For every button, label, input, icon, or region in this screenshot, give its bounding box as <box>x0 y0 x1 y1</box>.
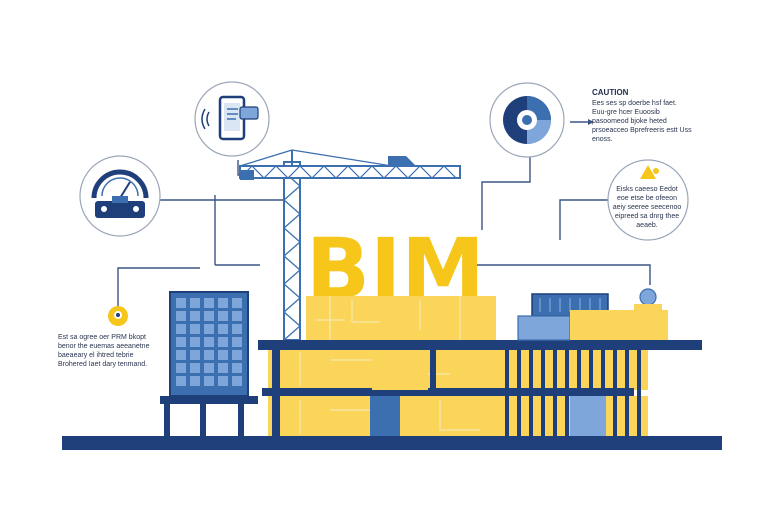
mobile-icon <box>194 81 270 157</box>
connector-right-vertical <box>470 264 651 285</box>
roof-containers <box>517 288 668 341</box>
connector-gauge <box>158 199 301 230</box>
building-window <box>232 298 242 308</box>
connector-pie <box>481 155 531 230</box>
facade-fin <box>517 350 521 436</box>
building-window <box>190 337 200 347</box>
building-window <box>232 363 242 373</box>
building-window <box>176 337 186 347</box>
caution-title: CAUTION <box>592 88 629 97</box>
ground-base <box>62 436 722 450</box>
building-window <box>190 324 200 334</box>
building-window <box>176 324 186 334</box>
building-window <box>204 376 214 386</box>
facade-fin <box>601 350 605 436</box>
pie-chart-icon <box>489 82 565 158</box>
building-window <box>176 376 186 386</box>
facade-fin <box>553 350 557 436</box>
building-window <box>232 337 242 347</box>
building-window <box>176 311 186 321</box>
building-window <box>232 350 242 360</box>
building-window <box>190 350 200 360</box>
building-window <box>204 311 214 321</box>
facade-fin <box>637 350 641 436</box>
building-window <box>204 324 214 334</box>
connector-left-pin <box>117 267 200 307</box>
connector-right-badge <box>559 199 612 240</box>
building-window <box>204 337 214 347</box>
building-window <box>190 311 200 321</box>
caution-text: Ees ses sp doerbe hsf faet. Euu-gre hcer… <box>592 100 692 143</box>
alert-badge-icon <box>607 159 689 241</box>
connector-lines <box>117 119 651 307</box>
facade-fin <box>541 350 545 436</box>
building-window <box>204 363 214 373</box>
main-building <box>258 340 702 436</box>
facade-fin <box>577 350 581 436</box>
building-window <box>190 363 200 373</box>
building-window <box>232 311 242 321</box>
facade-fin <box>565 350 569 436</box>
office-building <box>160 291 258 436</box>
connector-left-vertical <box>214 195 260 266</box>
gauge-icon <box>79 155 161 237</box>
building-window <box>204 350 214 360</box>
building-window <box>176 363 186 373</box>
building-window <box>176 298 186 308</box>
building-window <box>218 298 228 308</box>
building-window <box>232 324 242 334</box>
facade-fin <box>613 350 617 436</box>
building-window <box>232 376 242 386</box>
facade-fin <box>529 350 533 436</box>
right-callout-text: Eisks caeeso Eedot eoe etse be ofeeon ae… <box>612 186 682 229</box>
building-window <box>218 337 228 347</box>
facade-fin <box>505 350 509 436</box>
building-window <box>218 324 228 334</box>
building-window <box>176 350 186 360</box>
building-window <box>218 350 228 360</box>
building-window <box>204 298 214 308</box>
location-pin-icon <box>108 306 128 326</box>
yellow-block-structure <box>306 296 496 340</box>
facade-fin <box>625 350 629 436</box>
building-window <box>218 363 228 373</box>
building-window <box>218 311 228 321</box>
facade-fin <box>589 350 593 436</box>
left-callout-text: Est sa ogree oer PRM bkopt benor the eue… <box>58 334 150 368</box>
tower-crane <box>239 149 461 341</box>
building-window <box>218 376 228 386</box>
building-window <box>190 298 200 308</box>
building-window <box>190 376 200 386</box>
